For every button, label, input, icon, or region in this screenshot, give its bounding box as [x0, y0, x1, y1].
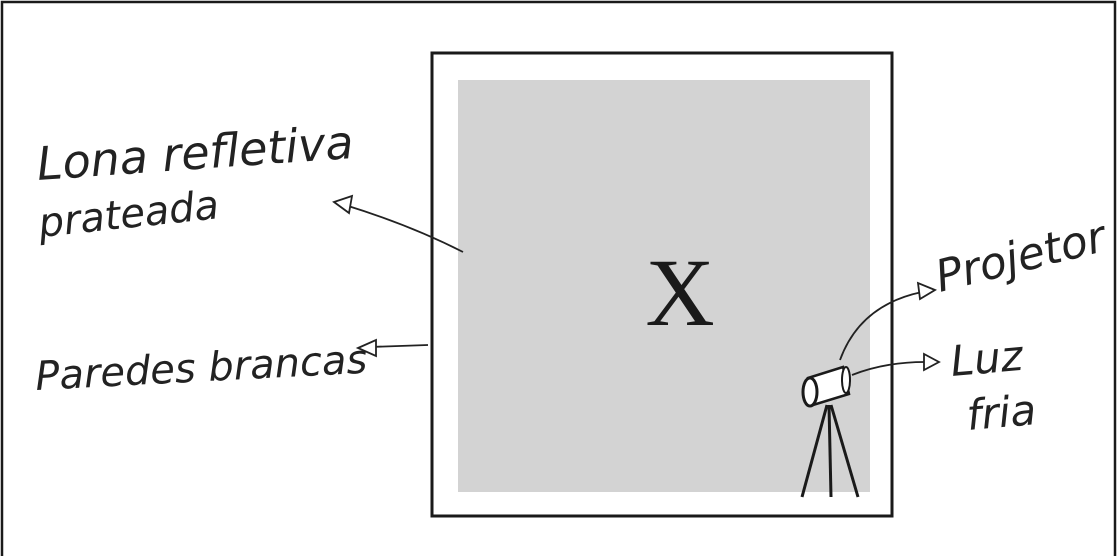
arrow-white-walls — [355, 338, 429, 358]
reflective-canvas — [458, 80, 870, 492]
center-mark: X — [645, 239, 714, 346]
arrow-cold-light — [851, 352, 941, 376]
arrow-reflective-canvas — [332, 194, 464, 253]
label-cold-light-line1: Luz — [949, 331, 1026, 386]
label-cold-light-line2: fria — [965, 385, 1038, 440]
projector-icon — [800, 365, 860, 498]
arrow-projector — [839, 281, 937, 361]
